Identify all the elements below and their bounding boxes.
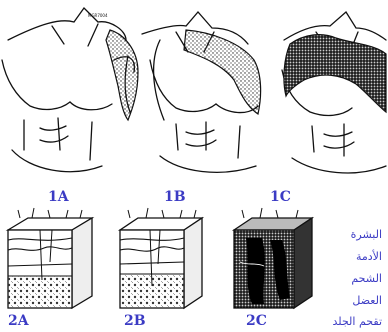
rash-1c bbox=[284, 35, 386, 112]
label-2b: 2B bbox=[124, 314, 146, 328]
rash-1b bbox=[184, 30, 261, 114]
legend-muscle: العضل bbox=[352, 294, 382, 307]
label-1a: 1A bbox=[48, 190, 69, 204]
skin-block-2a bbox=[8, 208, 92, 308]
label-1b: 1B bbox=[164, 190, 186, 204]
label-2c: 2C bbox=[246, 314, 267, 328]
legend-fat: الشحم bbox=[351, 272, 382, 285]
image-print-code: MGR7004 bbox=[88, 14, 108, 18]
label-2a: 2A bbox=[8, 314, 29, 328]
skin-block-2c bbox=[234, 208, 312, 308]
legend-dermis: الأدمة bbox=[356, 250, 382, 263]
legend-skin-invasion: تقحم الجلد bbox=[333, 315, 382, 328]
skin-block-2b bbox=[120, 208, 202, 308]
rash-1a bbox=[106, 30, 138, 120]
legend-epidermis: البشرة bbox=[351, 228, 382, 241]
label-1c: 1C bbox=[270, 190, 291, 204]
